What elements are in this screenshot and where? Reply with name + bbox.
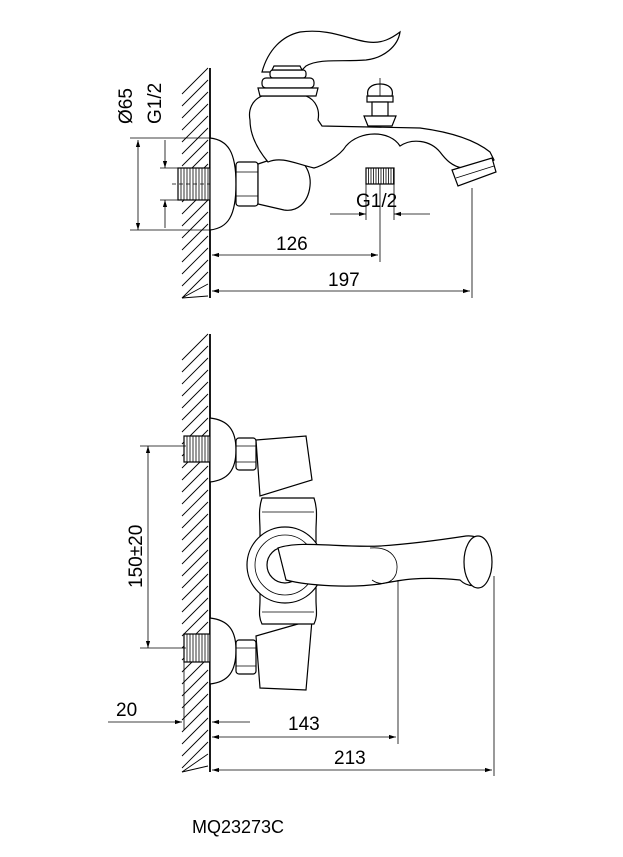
dim-20-label: 20: [116, 700, 137, 721]
hatch-line: [181, 597, 209, 625]
connector-lower: [183, 617, 313, 691]
hatch-line: [181, 91, 209, 119]
bottom-view: 150±20 20 143 213: [108, 333, 495, 776]
hatch-line: [181, 669, 209, 697]
hatch-line: [181, 127, 209, 155]
dim-spacing-label: 150±20: [126, 525, 147, 588]
connector-upper: [183, 417, 313, 497]
hatch-line: [181, 271, 209, 299]
hatch-line: [181, 561, 209, 589]
hatch-line: [181, 513, 209, 541]
hatch-line: [181, 537, 209, 565]
nut-top: [235, 161, 259, 207]
dim-thread-right-label: G1/2: [356, 191, 397, 212]
dim-143: 143: [212, 580, 399, 744]
dim-thread-left: G1/2: [145, 83, 178, 228]
hatch-line: [181, 199, 209, 227]
hatch-line: [181, 259, 209, 287]
dim-143-label: 143: [288, 714, 320, 735]
hatch-line: [181, 465, 209, 493]
hatch-line: [181, 573, 209, 601]
hatch-line: [181, 67, 209, 95]
hatch-line: [181, 357, 209, 385]
hatch-line: [181, 223, 209, 251]
hatch-line: [181, 729, 209, 757]
shower-outlet-thread: [365, 167, 395, 185]
hatch-line: [181, 765, 209, 773]
hatch-line: [181, 139, 209, 167]
hatch-line: [181, 103, 209, 131]
hatch-line: [181, 585, 209, 613]
hatch-line: [181, 717, 209, 745]
hatch-line: [181, 235, 209, 263]
dim-thread-right: G1/2: [330, 184, 430, 220]
hatch-line: [181, 333, 209, 361]
mixer-body-top: [248, 95, 495, 169]
dim-20: 20: [108, 662, 250, 730]
dim-213-label: 213: [334, 748, 366, 769]
dim-197: 197: [212, 188, 473, 298]
dim-diameter-label: Ø65: [116, 88, 137, 124]
hatch-line: [181, 609, 209, 637]
hatch-line: [181, 295, 209, 299]
hatch-line: [181, 79, 209, 107]
top-view: Ø65 G1/2 G1/2 126 197: [116, 30, 497, 299]
dim-213: 213: [212, 576, 495, 776]
dim-126-label: 126: [276, 234, 308, 255]
hatch-line: [181, 705, 209, 733]
hatch-line: [181, 393, 209, 421]
hatch-line: [181, 753, 209, 773]
hatch-line: [181, 381, 209, 409]
thread-connector-top: [172, 167, 211, 201]
hatch-line: [181, 369, 209, 397]
hatch-line: [181, 681, 209, 709]
dim-126: 126: [212, 184, 381, 262]
hatch-line: [181, 741, 209, 769]
model-code: MQ23273C: [192, 817, 284, 837]
dim-thread-left-label: G1/2: [145, 83, 166, 124]
hatch-line: [181, 247, 209, 275]
hatch-line: [181, 501, 209, 529]
hatch-line: [181, 477, 209, 505]
hatch-line: [181, 549, 209, 577]
dim-spacing: 150±20: [126, 445, 186, 649]
dim-197-label: 197: [328, 270, 360, 291]
hatch-line: [181, 211, 209, 239]
diverter-knob-top: [363, 78, 397, 127]
wall-bottom: [181, 333, 211, 773]
hatch-line: [181, 693, 209, 721]
hatch-line: [181, 525, 209, 553]
dim-diameter: Ø65: [116, 88, 210, 231]
hatch-line: [181, 405, 209, 433]
hatch-line: [181, 283, 209, 299]
flange-top: [209, 137, 237, 231]
hatch-line: [181, 345, 209, 373]
lever-handle-top: [261, 30, 401, 73]
hatch-line: [181, 489, 209, 517]
